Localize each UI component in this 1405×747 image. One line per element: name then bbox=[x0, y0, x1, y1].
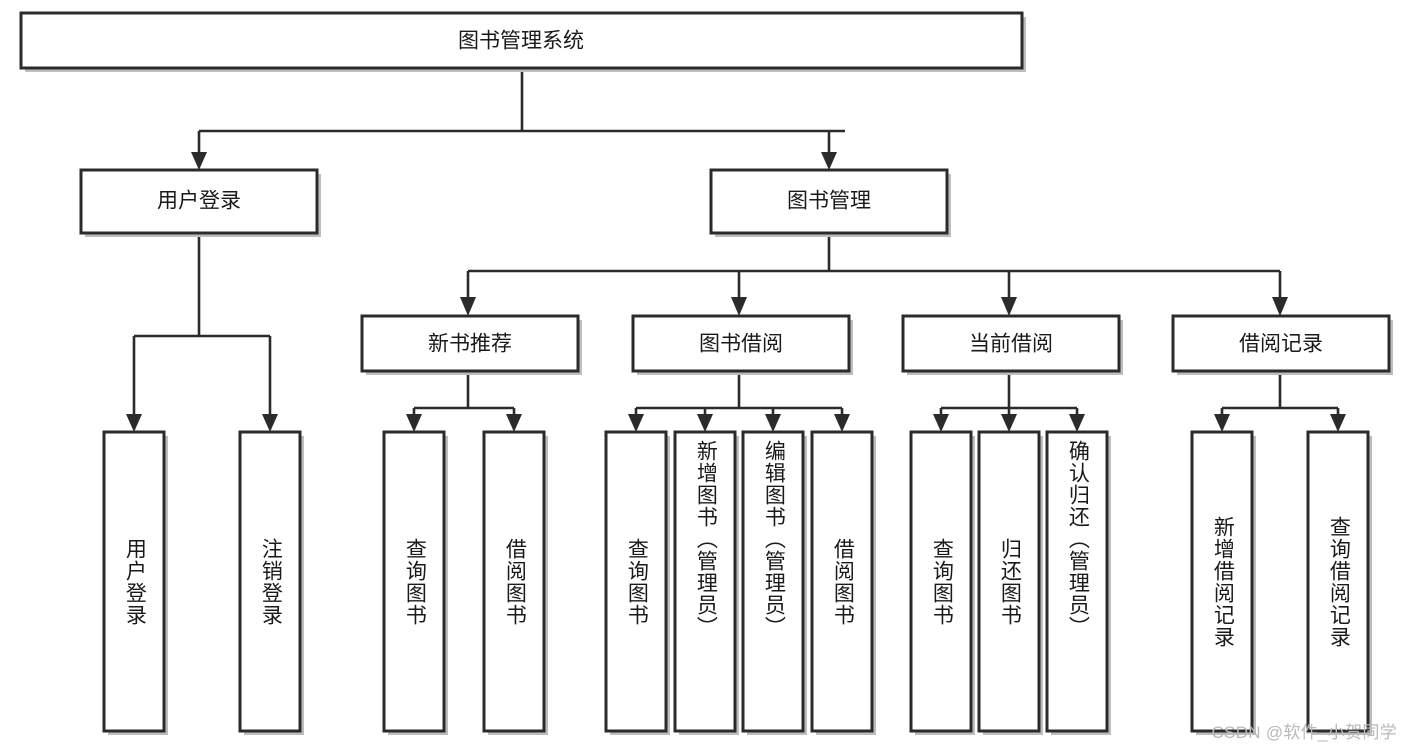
connector-current-borrow-to-leaves bbox=[933, 375, 1085, 432]
arrowhead-leaf-query-book-3 bbox=[933, 414, 949, 432]
arrowhead-leaf-borrow-book-2 bbox=[834, 414, 850, 432]
leaf-query-book-1-box bbox=[382, 430, 446, 733]
arrowhead-leaf-add-book bbox=[697, 414, 713, 432]
leaf-box-add-record[interactable] bbox=[1190, 430, 1256, 735]
connector-root-to-level2 bbox=[191, 68, 845, 170]
leaf-box-borrow-book-2[interactable] bbox=[810, 430, 876, 735]
leaf-box-return-book[interactable] bbox=[977, 430, 1043, 735]
node-current-borrow-box bbox=[901, 314, 1121, 373]
arrowhead-new-book-recommend bbox=[460, 297, 476, 316]
arrowhead-leaf-user-login bbox=[126, 414, 142, 432]
leaf-add-book-box bbox=[673, 430, 737, 733]
leaf-box-query-book-2[interactable] bbox=[604, 430, 670, 735]
arrowhead-leaf-edit-book bbox=[765, 414, 781, 432]
leaf-box-edit-book[interactable] bbox=[741, 430, 807, 735]
arrowhead-book-management bbox=[821, 152, 837, 170]
node-new-book-recommend-box bbox=[360, 314, 580, 373]
node-new-book-recommend[interactable]: 新书推荐 bbox=[360, 314, 582, 375]
arrowhead-leaf-query-book-2 bbox=[628, 414, 644, 432]
node-current-borrow[interactable]: 当前借阅 bbox=[901, 314, 1123, 375]
node-root-label: 图书管理系统 bbox=[458, 30, 584, 53]
node-user-login-box bbox=[79, 168, 319, 235]
arrowhead-borrow-record bbox=[1272, 297, 1288, 316]
node-current-borrow-label: 当前借阅 bbox=[969, 333, 1053, 356]
arrowhead-book-borrow bbox=[731, 297, 747, 316]
leaf-box-query-record[interactable] bbox=[1306, 430, 1372, 735]
leaf-return-book-box bbox=[977, 430, 1041, 733]
node-borrow-record-label: 借阅记录 bbox=[1239, 333, 1323, 356]
leaf-box-add-book[interactable] bbox=[673, 430, 739, 735]
node-book-borrow-box bbox=[631, 314, 851, 373]
node-new-book-recommend-label: 新书推荐 bbox=[428, 333, 512, 356]
leaf-borrow-book-2-box bbox=[810, 430, 874, 733]
connector-book-management-to-level3 bbox=[460, 233, 1288, 316]
node-root-box bbox=[19, 11, 1024, 70]
leaf-add-record-box bbox=[1190, 430, 1254, 733]
leaf-box-user-login[interactable] bbox=[102, 430, 168, 735]
arrowhead-leaf-confirm-return bbox=[1069, 414, 1085, 432]
leaf-box-borrow-book-1[interactable] bbox=[482, 430, 548, 735]
connector-new-book-recommend-to-leaves bbox=[406, 375, 522, 432]
node-book-management[interactable]: 图书管理 bbox=[709, 168, 951, 237]
leaf-borrow-book-1-box bbox=[482, 430, 546, 733]
node-book-management-box bbox=[709, 168, 949, 235]
leaf-box-confirm-return[interactable] bbox=[1045, 430, 1111, 735]
arrowhead-leaf-query-record bbox=[1330, 414, 1346, 432]
connector-user-login-to-leaves bbox=[126, 233, 278, 432]
arrowhead-current-borrow bbox=[1001, 297, 1017, 316]
connector-book-borrow-to-leaves bbox=[628, 375, 850, 432]
node-root[interactable]: 图书管理系统 bbox=[19, 11, 1026, 72]
leaf-box-query-book-1[interactable] bbox=[382, 430, 448, 735]
node-user-login-label: 用户登录 bbox=[157, 190, 241, 213]
connector-borrow-record-to-leaves bbox=[1214, 375, 1346, 432]
leaf-confirm-return-box bbox=[1045, 430, 1109, 733]
leaf-box-user-logout[interactable] bbox=[238, 430, 304, 735]
leaf-user-login-box bbox=[102, 430, 166, 733]
node-user-login[interactable]: 用户登录 bbox=[79, 168, 321, 237]
leaf-user-logout-box bbox=[238, 430, 302, 733]
arrowhead-leaf-borrow-book-1 bbox=[506, 414, 522, 432]
watermark-text: CSDN @软件_小贺同学 bbox=[1211, 723, 1397, 742]
leaf-query-book-3-box bbox=[909, 430, 973, 733]
arrowhead-leaf-query-book-1 bbox=[406, 414, 422, 432]
node-borrow-record-box bbox=[1171, 314, 1391, 373]
leaf-query-record-box bbox=[1306, 430, 1370, 733]
arrowhead-leaf-user-logout bbox=[262, 414, 278, 432]
leaf-query-book-2-box bbox=[604, 430, 668, 733]
arrowhead-user-login bbox=[191, 152, 207, 170]
leaf-box-query-book-3[interactable] bbox=[909, 430, 975, 735]
node-borrow-record[interactable]: 借阅记录 bbox=[1171, 314, 1393, 375]
arrowhead-leaf-return-book bbox=[1001, 414, 1017, 432]
node-book-borrow-label: 图书借阅 bbox=[699, 333, 783, 356]
leaf-edit-book-box bbox=[741, 430, 805, 733]
node-book-borrow[interactable]: 图书借阅 bbox=[631, 314, 853, 375]
node-book-management-label: 图书管理 bbox=[787, 190, 871, 213]
arrowhead-leaf-add-record bbox=[1214, 414, 1230, 432]
